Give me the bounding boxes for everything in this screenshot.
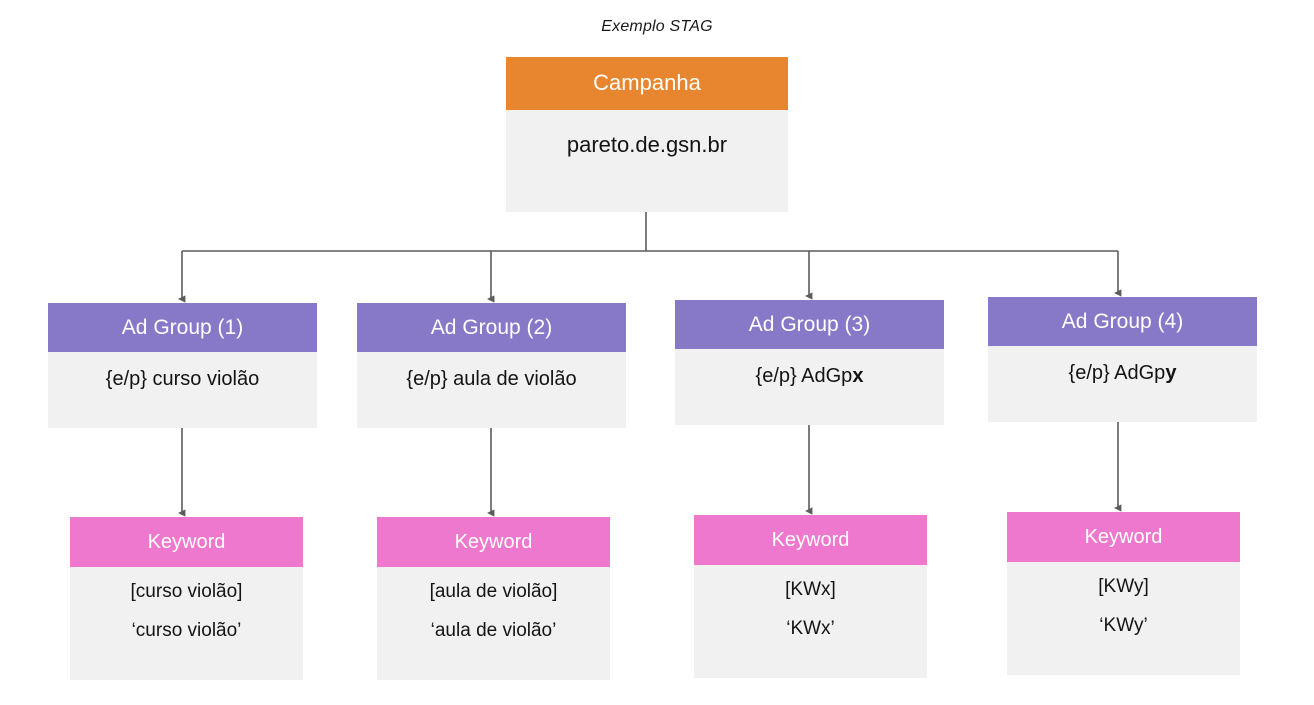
- adgroup-body-1: {e/p} curso violão: [48, 352, 317, 428]
- campaign-body: pareto.de.gsn.br: [506, 110, 788, 212]
- adgroup-body-3: {e/p} AdGpx: [675, 349, 944, 425]
- adgroup-value-3: {e/p} AdGpx: [755, 365, 864, 387]
- keyword-node-2[interactable]: Keyword [aula de violão] ‘aula de violão…: [377, 517, 610, 680]
- keyword-header-3: Keyword: [694, 515, 927, 565]
- adgroup-node-2[interactable]: Ad Group (2) {e/p} aula de violão: [357, 303, 626, 428]
- keyword-phrase-3: ‘KWx’: [786, 618, 835, 639]
- adgroup-value-4: {e/p} AdGpy: [1068, 362, 1177, 384]
- adgroup-body-2: {e/p} aula de violão: [357, 352, 626, 428]
- keyword-exact-4: [KWy]: [1098, 576, 1149, 597]
- keyword-phrase-2: ‘aula de violão’: [430, 620, 557, 641]
- campaign-value: pareto.de.gsn.br: [566, 132, 728, 157]
- keyword-body-3: [KWx] ‘KWx’: [694, 565, 927, 678]
- keyword-body-4: [KWy] ‘KWy’: [1007, 562, 1240, 675]
- adgroup-header-2: Ad Group (2): [357, 303, 626, 352]
- adgroup-body-4: {e/p} AdGpy: [988, 346, 1257, 422]
- diagram-title: Exemplo STAG: [601, 18, 713, 35]
- keyword-exact-2: [aula de violão]: [429, 581, 558, 602]
- adgroup-value-2: {e/p} aula de violão: [406, 368, 577, 390]
- adgroup-node-3[interactable]: Ad Group (3) {e/p} AdGpx: [675, 300, 944, 425]
- keyword-phrase-4: ‘KWy’: [1099, 615, 1148, 636]
- campaign-node[interactable]: Campanha pareto.de.gsn.br: [506, 57, 788, 212]
- keyword-body-2: [aula de violão] ‘aula de violão’: [377, 567, 610, 680]
- adgroup-value-1: {e/p} curso violão: [105, 368, 260, 390]
- adgroup-header-4: Ad Group (4): [988, 297, 1257, 346]
- keyword-body-1: [curso violão] ‘curso violão’: [70, 567, 303, 680]
- keyword-header-1: Keyword: [70, 517, 303, 567]
- keyword-phrase-1: ‘curso violão’: [131, 620, 242, 641]
- keyword-header-4: Keyword: [1007, 512, 1240, 562]
- keyword-exact-1: [curso violão]: [130, 581, 243, 602]
- adgroup-header-1: Ad Group (1): [48, 303, 317, 352]
- keyword-node-3[interactable]: Keyword [KWx] ‘KWx’: [694, 515, 927, 678]
- keyword-header-2: Keyword: [377, 517, 610, 567]
- adgroup-header-3: Ad Group (3): [675, 300, 944, 349]
- campaign-header: Campanha: [506, 57, 788, 110]
- adgroup-node-4[interactable]: Ad Group (4) {e/p} AdGpy: [988, 297, 1257, 422]
- adgroup-node-1[interactable]: Ad Group (1) {e/p} curso violão: [48, 303, 317, 428]
- keyword-node-1[interactable]: Keyword [curso violão] ‘curso violão’: [70, 517, 303, 680]
- keyword-exact-3: [KWx]: [785, 579, 836, 600]
- keyword-node-4[interactable]: Keyword [KWy] ‘KWy’: [1007, 512, 1240, 675]
